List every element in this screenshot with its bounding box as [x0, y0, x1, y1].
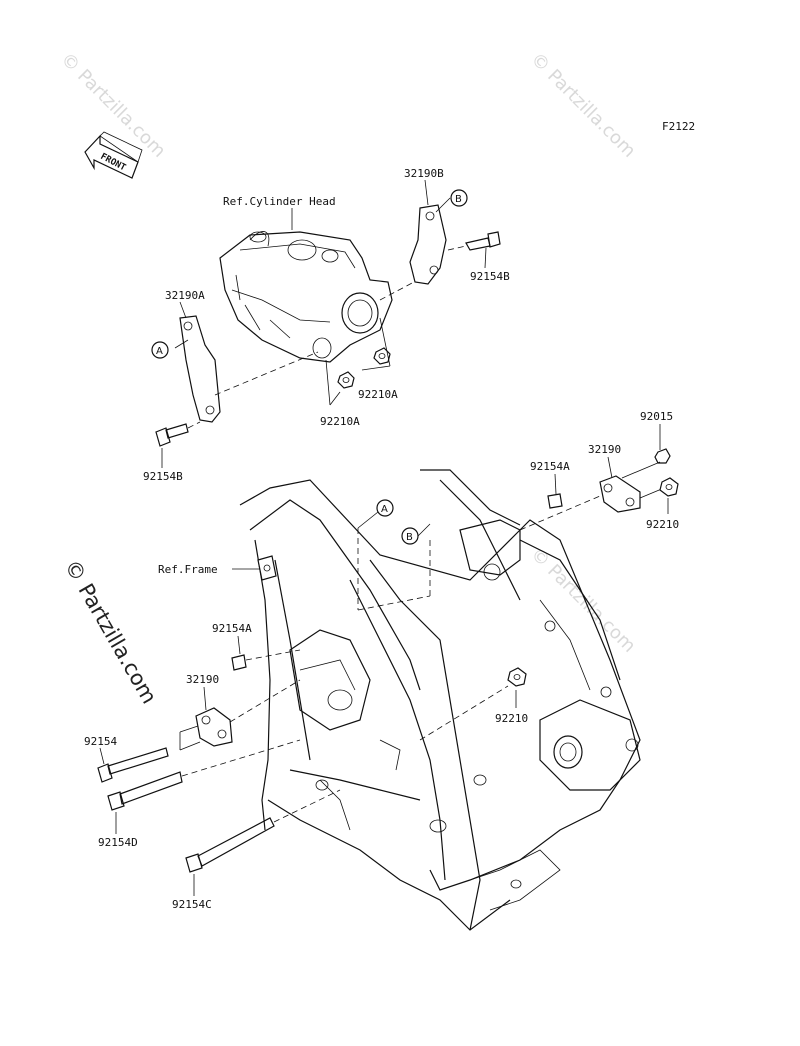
- figure-code: F2122: [662, 120, 695, 133]
- callout-a-frame: A: [376, 499, 394, 517]
- watermark-mid-left: © Partzilla.com: [60, 556, 162, 708]
- bracket-32190a: [179, 315, 221, 423]
- svg-text:B: B: [455, 194, 462, 205]
- frame-tab: [257, 555, 277, 581]
- bolt-92154c: [185, 817, 275, 873]
- part-32190b: 32190B: [404, 167, 444, 180]
- part-32190-top: 32190: [588, 443, 621, 456]
- cylinder-head-drawing: [219, 231, 393, 363]
- callout-a-top: A: [151, 341, 169, 359]
- part-92154b-top: 92154B: [470, 270, 510, 283]
- callout-b-top: B: [450, 189, 468, 207]
- bracket-32190-top: [599, 475, 641, 513]
- part-92015: 92015: [640, 410, 673, 423]
- bolt-92154a-top: [547, 493, 563, 509]
- part-32190a: 32190A: [165, 289, 205, 302]
- svg-text:A: A: [381, 504, 388, 515]
- front-arrow-icon: FRONT: [84, 131, 143, 179]
- bolt-92154a-mid: [231, 654, 247, 671]
- bolt-92154d: [107, 771, 183, 811]
- part-92210-top: 92210: [646, 518, 679, 531]
- ref-frame-label: Ref.Frame: [158, 563, 218, 576]
- frame-drawing: [239, 469, 641, 931]
- svg-text:A: A: [156, 346, 163, 357]
- part-92154c: 92154C: [172, 898, 212, 911]
- part-92210a-left: 92210A: [320, 415, 360, 428]
- svg-text:B: B: [406, 532, 413, 543]
- part-92154: 92154: [84, 735, 117, 748]
- nut-92210-top: [659, 477, 679, 497]
- part-92210a-right: 92210A: [358, 388, 398, 401]
- callout-b-frame: B: [401, 527, 419, 545]
- part-92154b-left: 92154B: [143, 470, 183, 483]
- bracket-32190b: [409, 204, 447, 285]
- nut-92210a-left: [337, 371, 355, 389]
- part-92154a-top: 92154A: [530, 460, 570, 473]
- bracket-32190-left: [195, 707, 233, 747]
- part-92154a-mid: 92154A: [212, 622, 252, 635]
- nut-92210-mid: [507, 667, 527, 687]
- watermark-mid-right: © Partzilla.com: [526, 544, 639, 657]
- bolt-92154b-top: [465, 231, 501, 251]
- bolt-92154b-left: [155, 423, 189, 447]
- part-92210-mid: 92210: [495, 712, 528, 725]
- watermark-top-right: © Partzilla.com: [526, 49, 639, 162]
- ref-cylinder-head-label: Ref.Cylinder Head: [223, 195, 336, 208]
- washer-92015: [654, 448, 671, 464]
- nut-92210a-right: [373, 347, 391, 365]
- part-32190-left: 32190: [186, 673, 219, 686]
- bolt-92154: [97, 747, 169, 783]
- part-92154d: 92154D: [98, 836, 138, 849]
